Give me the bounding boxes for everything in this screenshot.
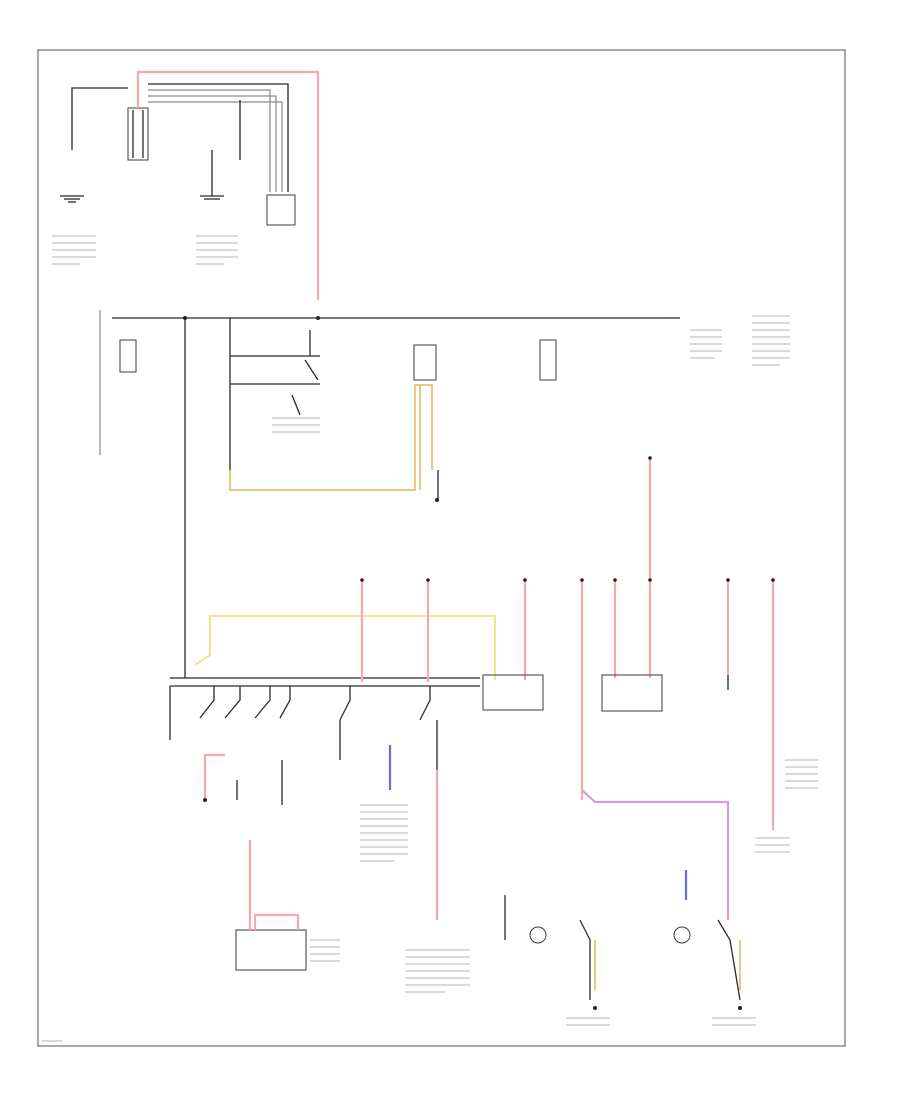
right-modules <box>203 458 775 1010</box>
relay-area <box>119 330 557 500</box>
battery-section <box>60 70 320 300</box>
module-a <box>482 674 544 711</box>
fuse-box-left <box>119 339 137 373</box>
battery-red-feed <box>136 70 320 300</box>
label-blocks <box>42 235 818 1042</box>
control-module-box <box>413 344 437 381</box>
starter-relay-box <box>235 929 307 971</box>
terminal-dots <box>360 456 775 582</box>
fuse-box-right <box>539 339 557 381</box>
main-bus <box>99 310 680 678</box>
purple-bridge-wire <box>581 789 730 920</box>
module-b <box>601 674 663 712</box>
ignition-area <box>169 580 496 971</box>
starter-block <box>266 194 296 226</box>
indicator-lamp-right <box>673 926 691 944</box>
relay-yellow-wire <box>229 384 433 491</box>
battery <box>127 107 149 161</box>
diagram-border <box>37 49 846 1047</box>
ignition-yellow-wire <box>194 615 496 680</box>
indicator-lamp-left <box>529 926 547 944</box>
